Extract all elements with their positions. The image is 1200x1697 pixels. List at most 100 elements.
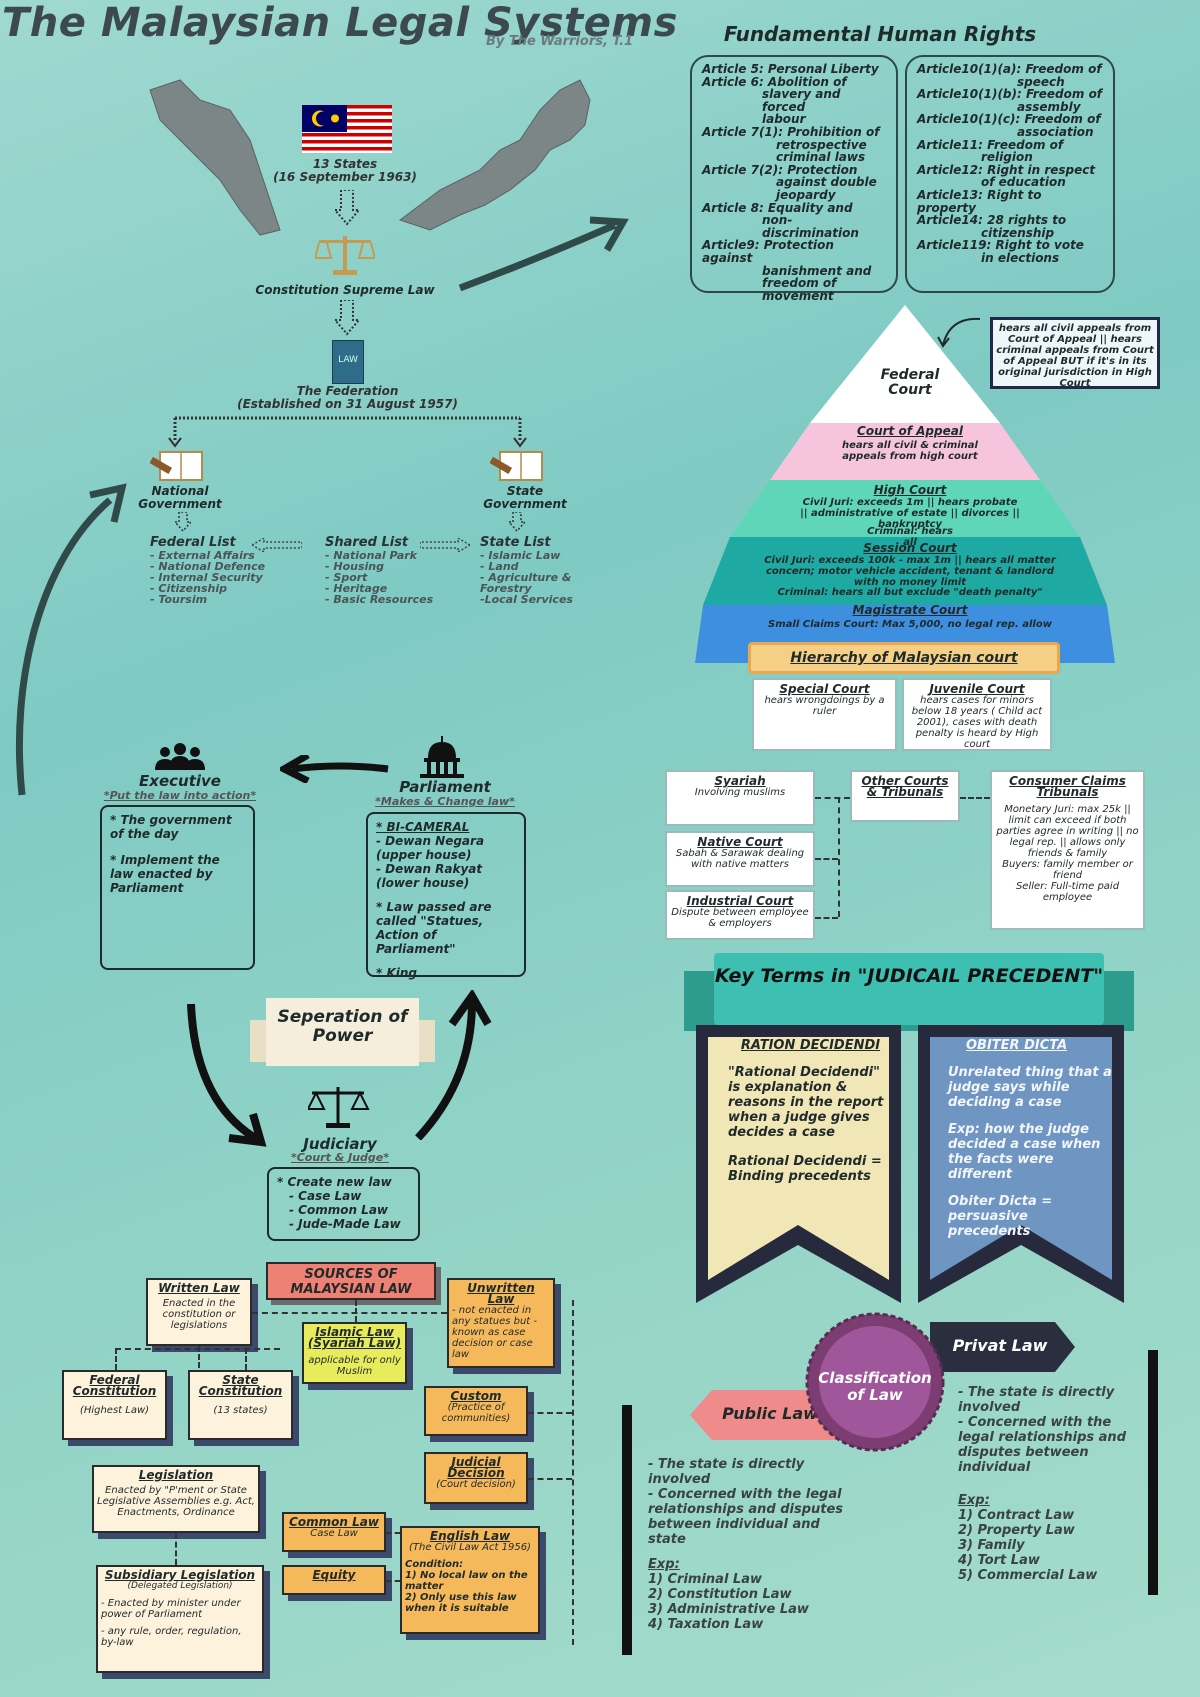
written-law-name: Written Law [158,1281,240,1295]
executive-title: Executive [139,772,221,790]
gavel-book-icon [490,451,543,481]
industrial-court-name: Industrial Court [686,894,794,908]
ratio-p2: Rational Decidendi = Binding precedents [728,1154,882,1184]
justice-scales-icon [308,1087,370,1128]
consumer-tribunal-buyers: Buyers: family member or friend [1002,859,1133,881]
people-icon [155,743,205,770]
english-law-c2: 2) Only use this law when it is suitable [405,1592,517,1614]
custom-desc: (Practice of communities) [441,1402,511,1424]
obiter-title: OBITER DICTA [966,1038,1068,1053]
federal-list-item: - External Affairs [150,549,255,562]
industrial-court-desc: Dispute between employee & employers [671,907,809,929]
special-court-name: Special Court [779,682,870,696]
shared-list-item: - Sport [325,571,368,584]
syariah-court-name: Syariah [714,774,766,788]
page-title: The Malaysian Legal Systems [2,0,678,46]
common-law-desc: Case Law [310,1528,358,1539]
federal-list-item: - Citizenship [150,582,227,595]
malaysia-map [149,79,591,236]
private-law-example: 1) Contract Law [958,1508,1075,1523]
consumer-tribunal-desc: Monetary Juri: max 25k || limit can exce… [996,804,1139,859]
legislation-name: Legislation [138,1468,214,1482]
law-book-icon: LAW [332,340,364,384]
federal-constitution-desc: (Highest Law) [79,1405,150,1416]
rights-left-panel: Article 5: Personal Liberty Article 6: A… [690,55,898,302]
state-list-item: Forestry [480,582,532,595]
public-law-item: - The state is directly involved [648,1457,805,1487]
judiciary-box: * Create new law - Case Law - Common Law… [267,1167,420,1241]
states-date: (16 September 1963) [273,170,417,184]
subsidiary-d2: - any rule, order, regulation, by-law [101,1626,242,1648]
arrow-down-icon [175,512,191,532]
executive-subtitle: *Put the law into action* [103,789,257,802]
federal-constitution-name: Federal Constitution [72,1373,157,1398]
malaysia-flag-icon [302,105,392,153]
public-law-exp: Exp: [648,1557,680,1572]
ratio-title: RATION DECIDENDI [740,1038,881,1053]
private-law-example: 4) Tort Law [958,1553,1040,1568]
federal-list-item: - National Defence [150,560,266,573]
private-law-exp: Exp: [958,1493,990,1508]
state-constitution-desc: (13 states) [213,1405,268,1416]
state-list-item: - Land [480,560,519,573]
unwritten-law-name: Unwritten Law [467,1281,535,1306]
shared-list-item: - National Park [325,549,417,562]
public-law-title: Public Law [722,1404,818,1423]
arrow-left-big [280,755,389,783]
federal-court-name: Federal Court [880,367,940,398]
precedent-banner: Key Terms in "JUDICAIL PRECEDENT" [684,953,1134,1043]
state-list-item: - Agriculture & [480,571,572,584]
federal-court-note: hears all civil appeals from Court of Ap… [990,317,1160,389]
federal-list-item: - Internal Security [150,571,263,584]
english-law-name: English Law [429,1529,511,1543]
shared-list-item: - Housing [325,560,385,573]
appeal-court-desc: hears all civil & criminal appeals from … [842,440,978,462]
ratio-p1: "Rational Decidendi" is explanation & re… [728,1065,884,1140]
judicial-decision-name: Judicial Decision [447,1455,505,1480]
private-law-example: 3) Family [958,1538,1025,1553]
arrow-down-icon [335,190,359,226]
parliament-box: * BI-CAMERAL - Dewan Negara (upper house… [366,812,526,980]
states-label: 13 States [312,157,378,171]
classification-title: Classification of Law [818,1369,932,1404]
private-law-item: - Concerned with the legal relationships… [958,1415,1126,1475]
unwritten-law-desc: - not enacted in any statues but - known… [452,1305,538,1360]
federal-list-item: - Toursim [150,593,208,606]
subsidiary-d1: - Enacted by minister under power of Par… [101,1598,241,1620]
obiter-p3: Obiter Dicta = persuasive precedents [948,1194,1053,1239]
national-gov-label: National Government [138,484,222,511]
other-courts-name: Other Courts & Tribunals [861,774,949,799]
judiciary-title: Judiciary [303,1135,377,1153]
consumer-tribunal-name: Consumer Claims Tribunals [1009,774,1126,799]
federation-label: The Federation [296,384,399,398]
parliament-subtitle: *Makes & Change law* [375,795,515,808]
high-court-name: High Court [873,483,947,497]
english-law-desc: (The Civil Law Act 1956) [409,1542,531,1553]
byline: By The Warriors, T.1 [486,34,634,49]
legislation-desc: Enacted by "P'ment or State Legislative … [97,1485,255,1518]
private-law-tag [930,1322,1075,1372]
appeal-court-name: Court of Appeal [857,424,963,438]
obiter-p2: Exp: how the judge decided a case when t… [948,1122,1101,1182]
obiter-p1: Unrelated thing that a judge says while … [948,1065,1112,1110]
juvenile-court-desc: hears cases for minors below 18 years ( … [911,695,1043,750]
shared-list-title: Shared List [325,535,409,550]
state-list-title: State List [480,535,551,550]
common-law-name: Common Law [289,1515,379,1529]
public-law-example: 3) Administrative Law [648,1602,809,1617]
subsidiary-name: Subsidiary Legislation [104,1568,256,1582]
high-court-civil: Civil Juri: exceeds 1m || hears probate … [800,497,1020,530]
parliament-title: Parliament [399,778,491,796]
written-law-desc: Enacted in the constitution or legislati… [162,1298,236,1331]
state-list-item: - Islamic Law [480,549,561,562]
arrow-down-icon [335,300,359,336]
public-law-example: 4) Taxation Law [648,1617,764,1632]
shared-list-item: - Basic Resources [325,593,434,606]
equity-name: Equity [312,1568,356,1582]
precedent-title: Key Terms in "JUDICAIL PRECEDENT" [714,965,1104,987]
federation-date: (Established on 31 August 1957) [237,397,458,411]
public-law-item: - Concerned with the legal relationships… [648,1487,844,1547]
public-law-example: 1) Criminal Law [648,1572,762,1587]
scales-icon [315,236,375,275]
subsidiary-sub: (Delegated Legislation) [127,1581,233,1591]
